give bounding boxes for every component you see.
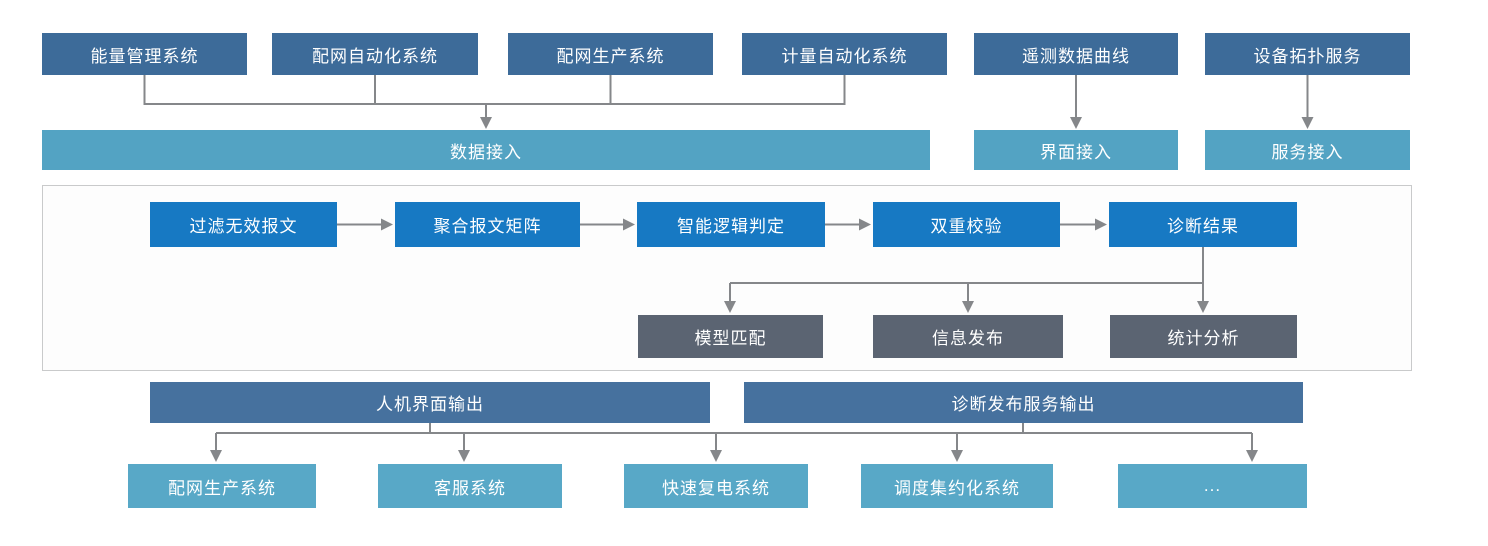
node-device-topology-service: 设备拓扑服务: [1205, 33, 1410, 75]
node-energy-management-system: 能量管理系统: [42, 33, 247, 75]
node-consumer-customer-service-system: 客服系统: [378, 464, 562, 508]
node-model-matching: 模型匹配: [638, 315, 823, 358]
node-consumer-distribution-production-system: 配网生产系统: [128, 464, 316, 508]
node-consumer-ellipsis: ...: [1118, 464, 1307, 508]
node-intelligent-logic-judgment: 智能逻辑判定: [637, 202, 825, 247]
node-ui-access: 界面接入: [974, 130, 1178, 170]
node-metering-automation-system: 计量自动化系统: [742, 33, 947, 75]
node-telemetry-data-curve: 遥测数据曲线: [974, 33, 1178, 75]
node-info-publishing: 信息发布: [873, 315, 1063, 358]
node-aggregate-message-matrix: 聚合报文矩阵: [395, 202, 580, 247]
node-consumer-dispatch-centralization-system: 调度集约化系统: [861, 464, 1053, 508]
node-distribution-production-system: 配网生产系统: [508, 33, 713, 75]
node-hmi-output: 人机界面输出: [150, 382, 710, 423]
node-filter-invalid-messages: 过滤无效报文: [150, 202, 337, 247]
node-consumer-rapid-power-restoration-system: 快速复电系统: [624, 464, 808, 508]
node-service-access: 服务接入: [1205, 130, 1410, 170]
node-double-verification: 双重校验: [873, 202, 1060, 247]
node-statistical-analysis: 统计分析: [1110, 315, 1297, 358]
node-distribution-automation-system: 配网自动化系统: [272, 33, 478, 75]
node-diagnosis-result: 诊断结果: [1109, 202, 1297, 247]
node-data-access: 数据接入: [42, 130, 930, 170]
node-diagnosis-publish-service-output: 诊断发布服务输出: [744, 382, 1303, 423]
